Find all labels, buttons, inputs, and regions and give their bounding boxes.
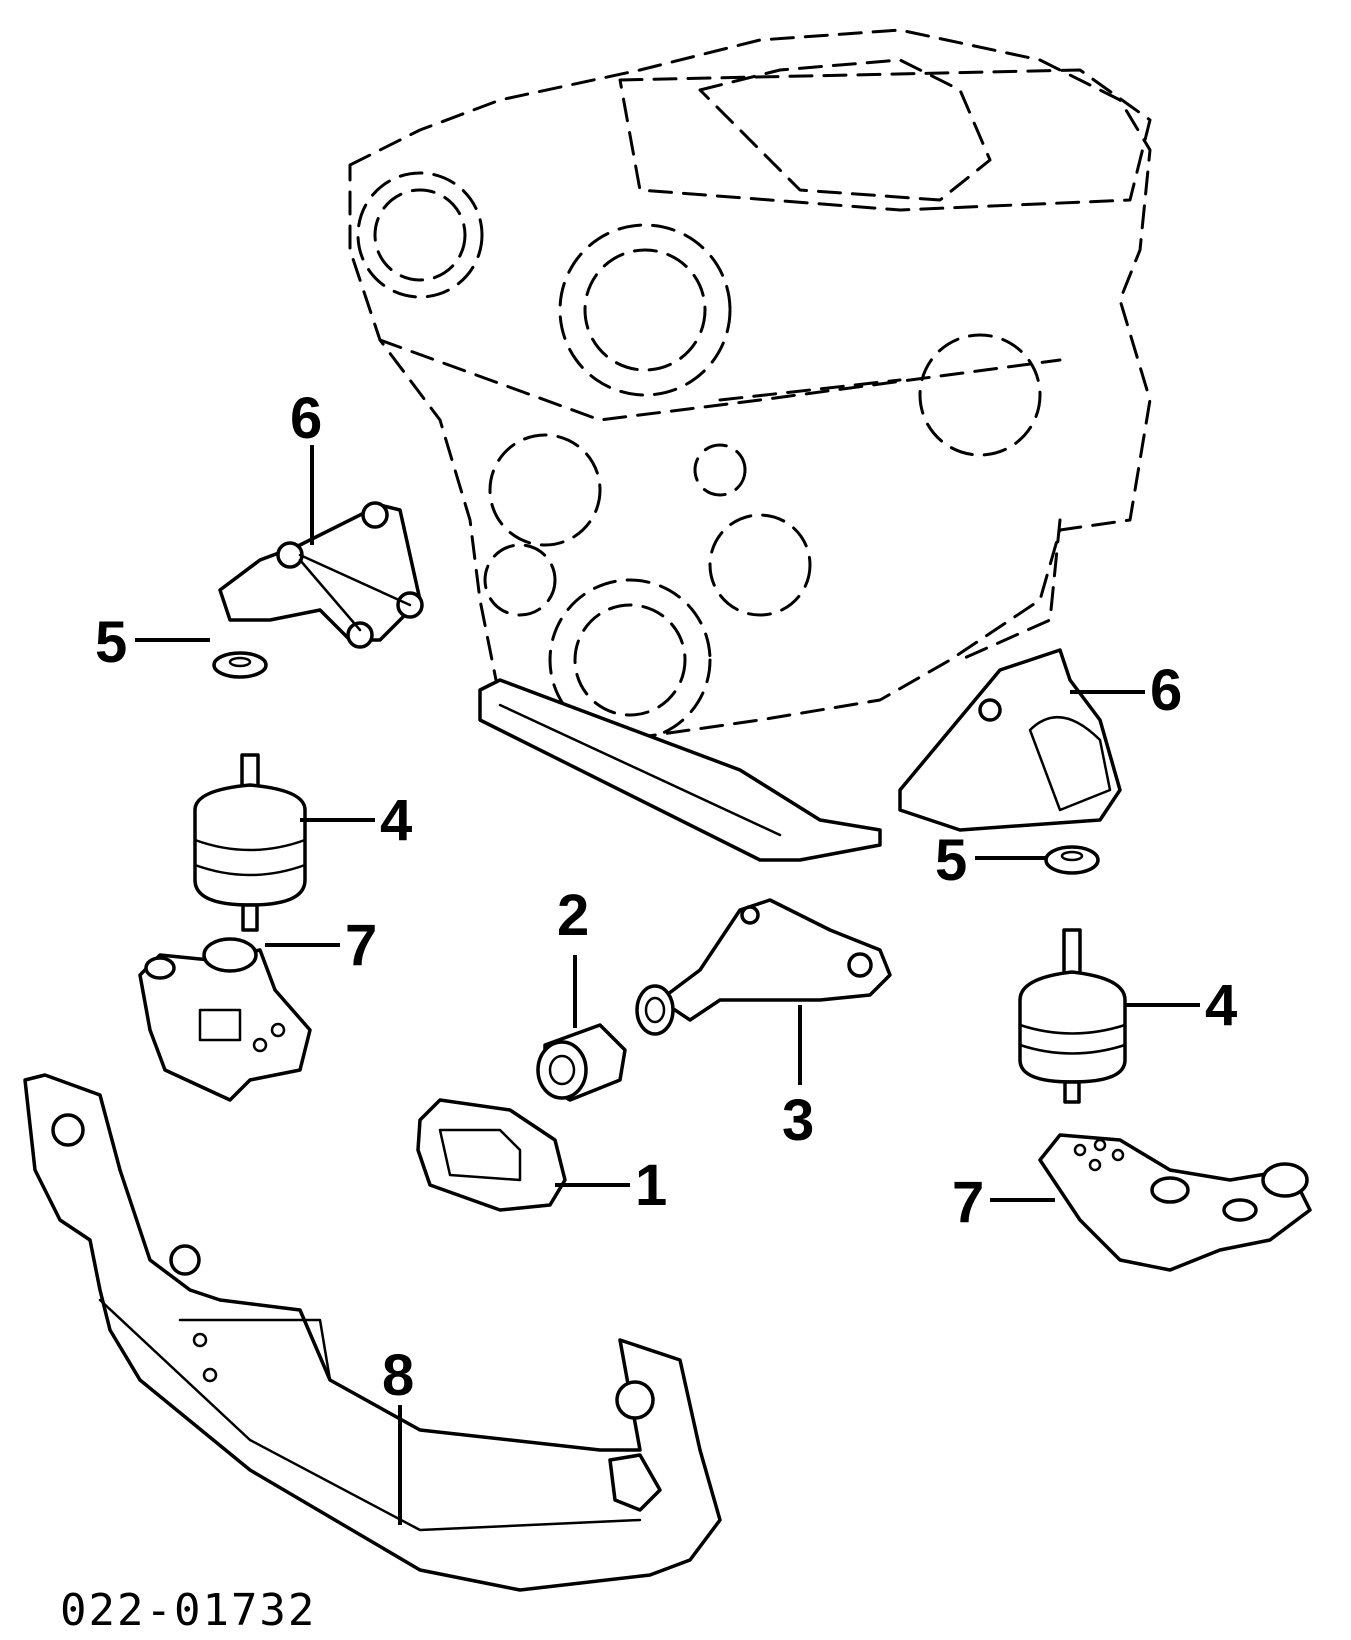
callout-3: 3 xyxy=(782,1088,814,1153)
part-8-crossmember xyxy=(23,1073,722,1592)
callout-6-right: 6 xyxy=(1150,658,1182,723)
callout-2: 2 xyxy=(557,883,589,948)
part-4-left-mount xyxy=(193,753,307,932)
part-1-pad xyxy=(416,1098,567,1212)
callout-7-right: 7 xyxy=(952,1170,984,1235)
part-6-left-bracket xyxy=(218,501,424,649)
oil-pan-rail xyxy=(478,678,882,862)
callout-5-right: 5 xyxy=(935,828,967,893)
callout-5-left: 5 xyxy=(95,610,127,675)
callout-8: 8 xyxy=(382,1343,414,1408)
callout-7-left: 7 xyxy=(345,913,377,978)
figure-code: 022-01732 xyxy=(60,1585,316,1636)
engine-phantom-outline xyxy=(348,28,1152,742)
part-2-bushing xyxy=(536,1023,627,1102)
callout-4-left: 4 xyxy=(380,788,412,853)
part-7-left-bracket xyxy=(138,937,312,1102)
part-7-right-bracket xyxy=(1038,1133,1312,1272)
callout-numbers: 6 5 4 7 6 5 2 3 1 4 7 8 xyxy=(95,386,1237,1408)
part-3-bracket xyxy=(635,898,892,1036)
part-4-right-mount xyxy=(1018,928,1127,1104)
leader-lines xyxy=(135,445,1200,1525)
part-5-right-washer xyxy=(1044,845,1100,875)
part-5-left-washer xyxy=(212,651,268,679)
part-6-right-bracket xyxy=(898,648,1122,832)
callout-6-left: 6 xyxy=(290,386,322,451)
callout-4-right: 4 xyxy=(1205,973,1237,1038)
callout-1: 1 xyxy=(635,1153,667,1218)
